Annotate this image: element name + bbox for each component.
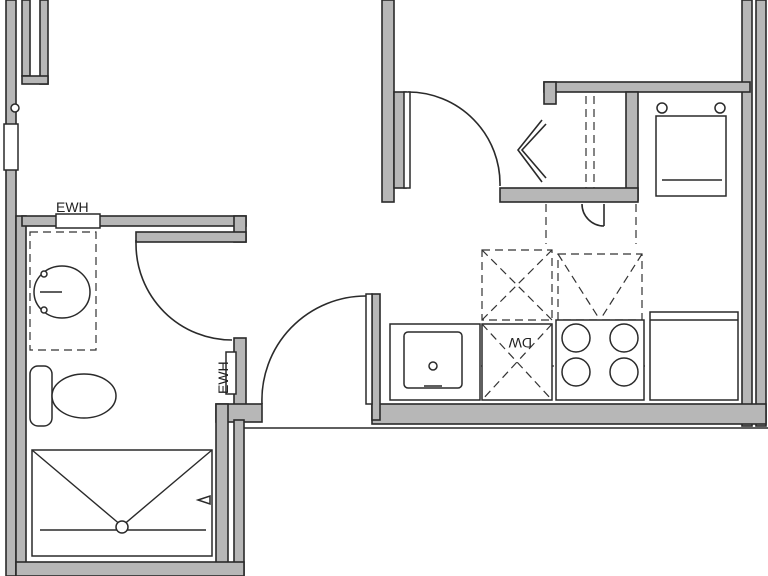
- left-exterior-wall: [5, 0, 17, 576]
- closet-bottom-wall: [499, 187, 639, 203]
- washer-knob-left: [656, 102, 668, 114]
- laundry-divider-wall: [625, 91, 639, 201]
- toilet-bowl: [51, 373, 117, 419]
- entry-door-swing: [261, 295, 367, 405]
- bathroom-right-wall-outer: [233, 419, 245, 576]
- upper-cabinet-1: [481, 249, 553, 321]
- upper-cabinet-1-x2: [481, 249, 553, 321]
- bathroom-bottom-wall: [15, 561, 245, 576]
- refrigerator: [649, 311, 739, 401]
- kitchen-left-wall: [371, 293, 381, 421]
- ewh-side-unit: [225, 351, 237, 395]
- washer-knob-right: [714, 102, 726, 114]
- dishwasher-x2: [481, 323, 553, 401]
- wall-panel: [3, 123, 19, 171]
- toilet-tank: [29, 365, 53, 427]
- bathroom: EWH EWH: [29, 199, 237, 557]
- bathroom-top-wall-lip: [135, 231, 247, 243]
- laundry-top-wall-lip: [543, 81, 557, 105]
- laundry-top-wall: [543, 81, 751, 93]
- pantry-door-swing: [581, 203, 605, 227]
- ewh-side-label: EWH: [215, 361, 231, 394]
- bathroom-sink-handle-top: [40, 270, 48, 278]
- shower-drain: [115, 520, 129, 534]
- burner-top-left: [561, 323, 591, 353]
- washer-dryer: [655, 115, 727, 197]
- walls: [5, 0, 768, 576]
- ewh-top-label: EWH: [56, 199, 89, 215]
- doors: [135, 91, 605, 405]
- bifold-door-inner: [516, 119, 543, 183]
- closet-door-swing: [407, 91, 501, 187]
- right-exterior-wall-outer: [755, 0, 767, 427]
- laundry: [545, 96, 727, 244]
- dishwasher-label: DW: [508, 335, 532, 351]
- upper-cabinet-2: [557, 253, 643, 321]
- shower-drain-line-1: [31, 449, 123, 527]
- upper-cabinet-1-x1: [481, 249, 553, 321]
- closet-left-wall: [381, 0, 395, 203]
- shower-drain-line-2: [121, 449, 213, 527]
- closet-door-leaf: [403, 91, 411, 189]
- ewh-top-unit: [55, 213, 101, 229]
- kitchen-sink-basin: [403, 331, 463, 389]
- kitchen-bottom-wall: [371, 403, 767, 425]
- bathroom-right-wall: [215, 403, 229, 576]
- upper-left-wall: [21, 0, 31, 77]
- bathroom-door-swing: [135, 243, 233, 341]
- bifold-door: [520, 123, 547, 179]
- vanity: [29, 231, 97, 351]
- shower-head: [195, 494, 211, 506]
- burner-top-right: [609, 323, 639, 353]
- kitchen-sink-drain: [428, 361, 438, 371]
- upper-cabinet-2-x2: [599, 253, 643, 321]
- right-exterior-wall: [741, 0, 753, 427]
- bathroom-sink-handle-bottom: [40, 306, 48, 314]
- entry-door-leaf: [365, 293, 373, 405]
- burner-bottom-right: [609, 357, 639, 387]
- dishwasher-x1: [481, 323, 553, 401]
- shower: [31, 449, 213, 557]
- upper-cabinet-2-x1: [557, 253, 601, 321]
- kitchen: DW: [389, 249, 740, 401]
- outlet-mark: [10, 103, 20, 113]
- bathroom-left-wall: [15, 215, 27, 576]
- burner-bottom-left: [561, 357, 591, 387]
- upper-left-wall-cap: [21, 75, 49, 85]
- upper-left-wall-inner: [39, 0, 49, 85]
